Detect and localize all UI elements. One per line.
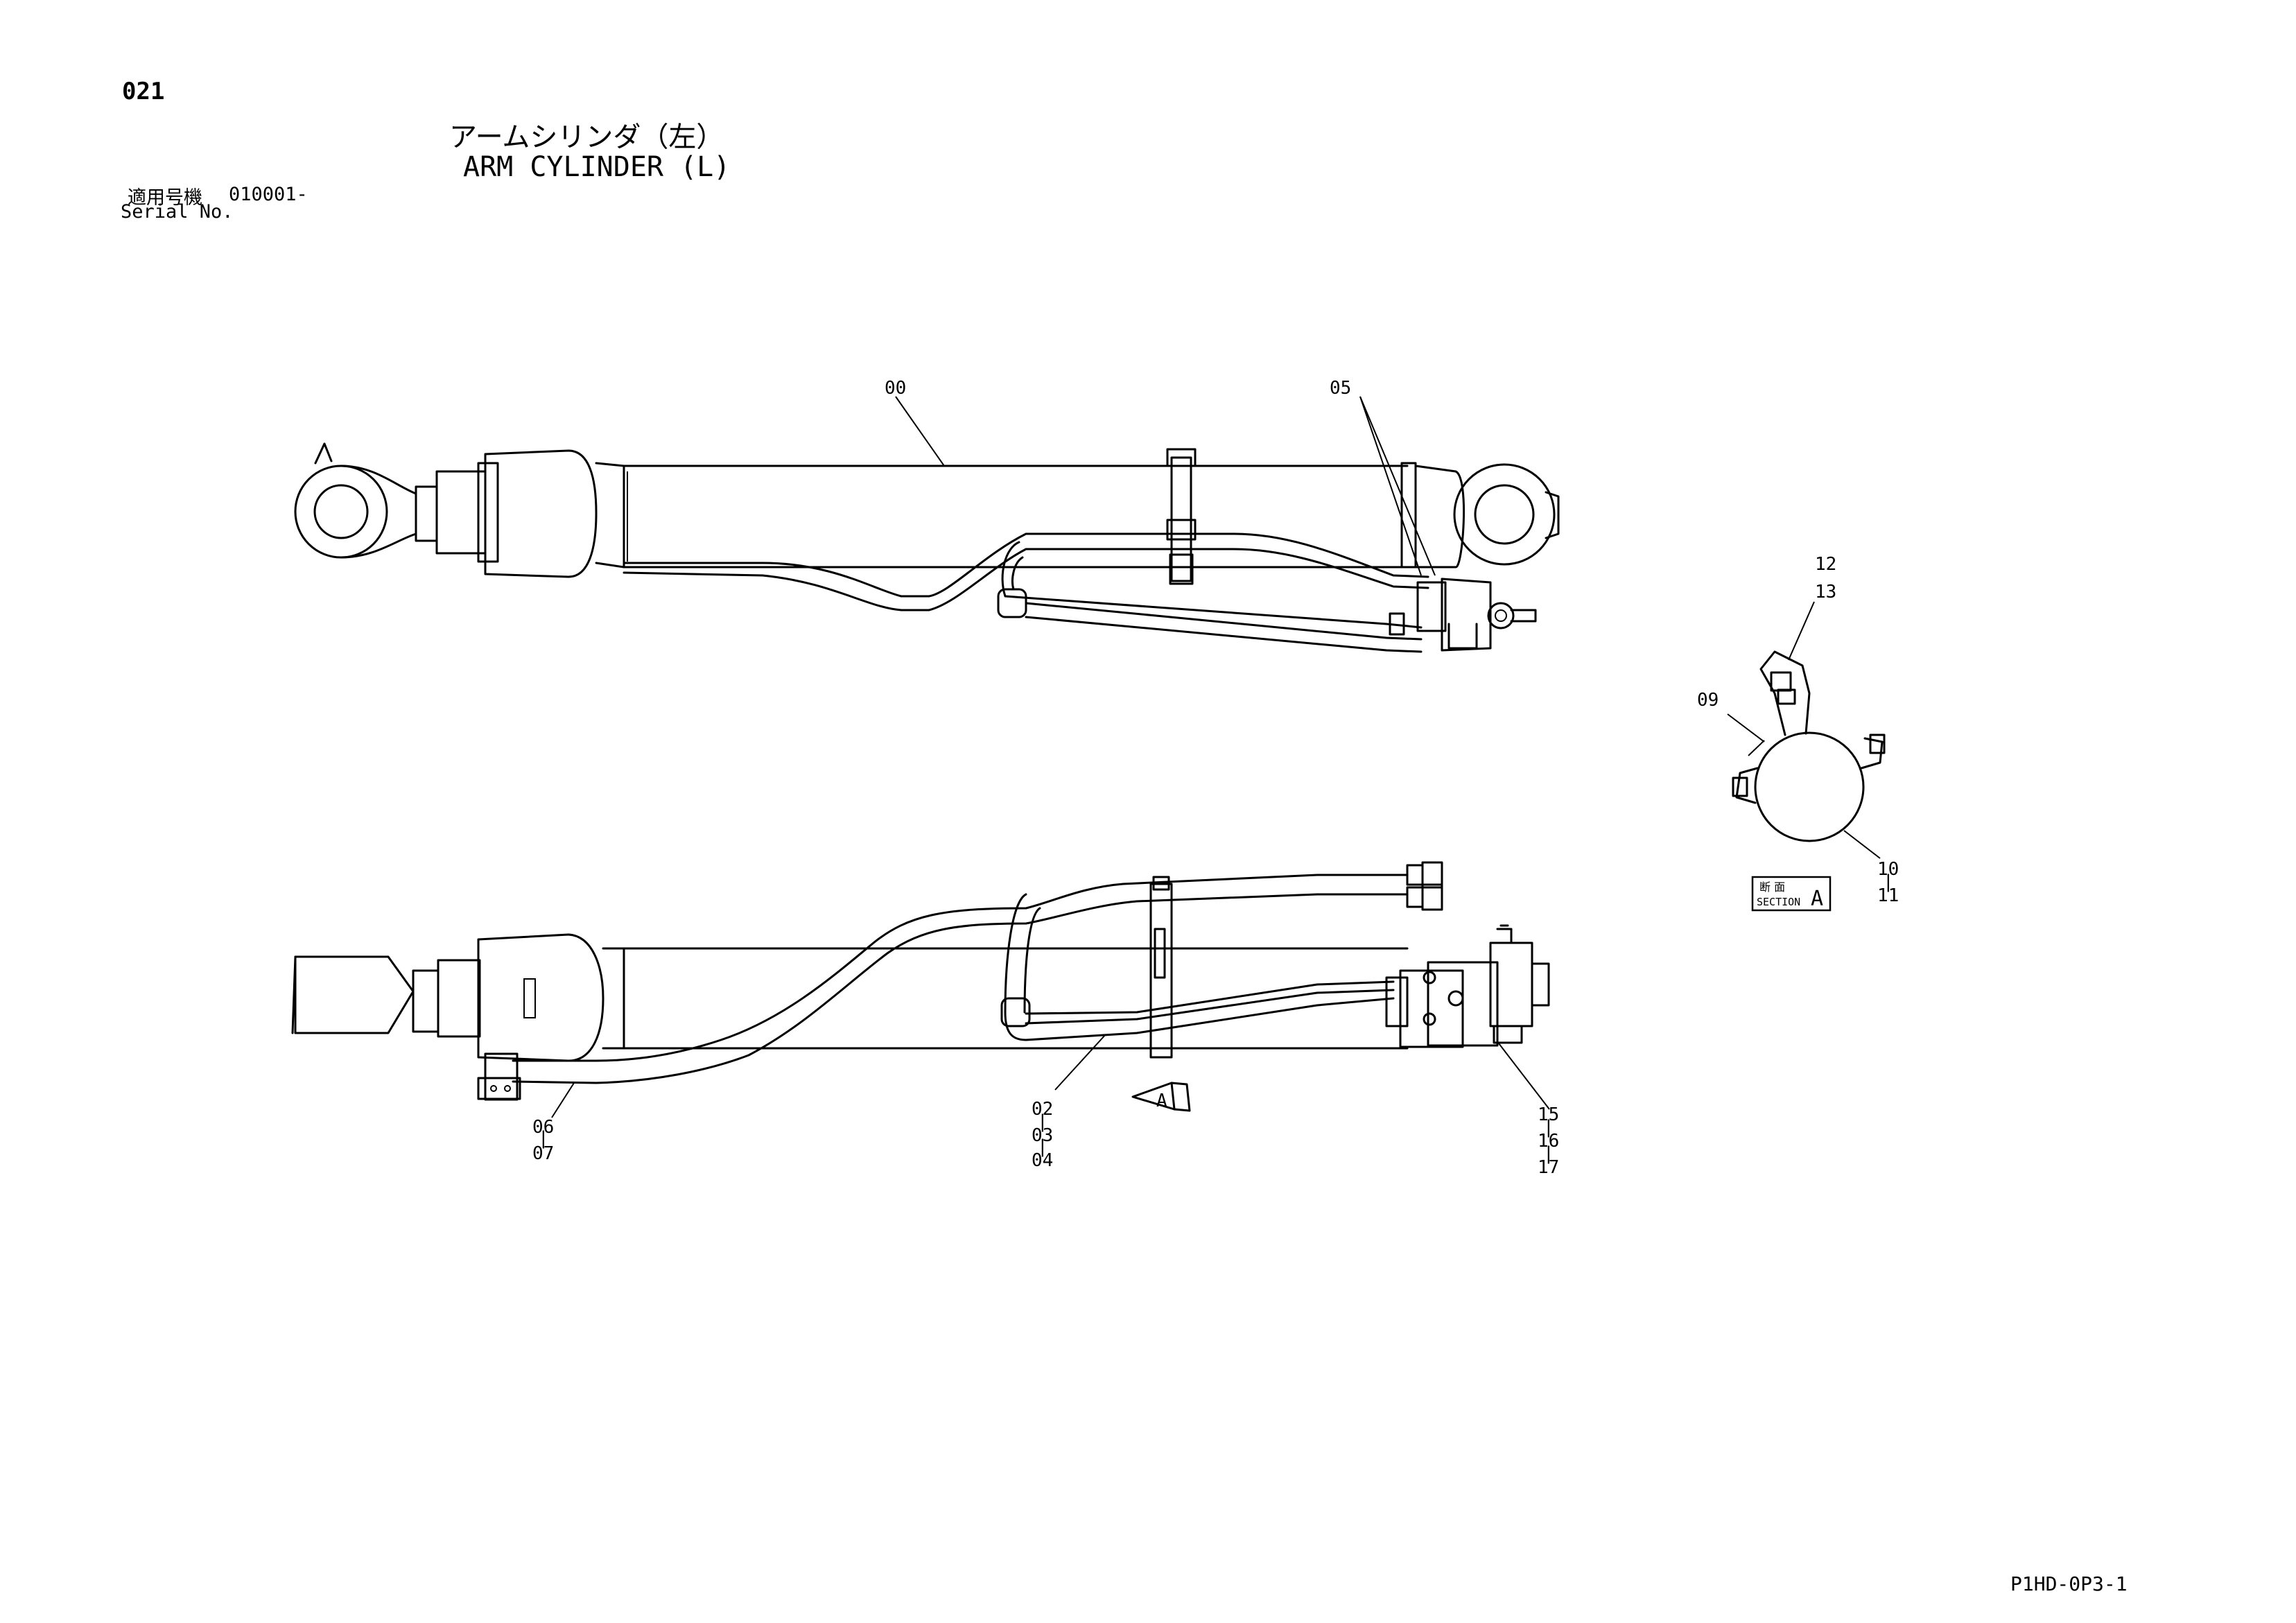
callout-sep: | — [1037, 1136, 1048, 1157]
callout-02: 02 — [1032, 1099, 1053, 1120]
callout-17: 17 — [1538, 1157, 1559, 1178]
view-arrow-a: A — [1131, 1082, 1191, 1112]
callout-09: 09 — [1697, 690, 1719, 711]
callout-10: 10 — [1877, 859, 1899, 880]
callout-05: 05 — [1330, 378, 1351, 399]
drawing-code: P1HD-0P3-1 — [2010, 1572, 2128, 1595]
section-jp-text: 断 面 — [1759, 880, 1785, 894]
section-a-detail — [1732, 650, 1886, 842]
view-arrow-letter: A — [1156, 1091, 1167, 1111]
bottom-view-cylinder — [291, 861, 1550, 1101]
page-number: 021 — [122, 78, 165, 105]
callout-15: 15 — [1538, 1104, 1559, 1125]
section-en-text: SECTION — [1757, 896, 1800, 908]
callout-00: 00 — [885, 378, 906, 399]
callout-06: 06 — [532, 1117, 554, 1138]
callout-sep: | — [538, 1128, 549, 1149]
callout-numbers: 00 05 12 13 09 10 | 11 02 | 03 | 04 06 |… — [532, 378, 1899, 1178]
callout-03: 03 — [1032, 1125, 1053, 1146]
callout-sep: | — [1037, 1111, 1048, 1132]
top-view-cylinder — [294, 442, 1560, 653]
section-a-label: 断 面 SECTION A — [1751, 876, 1832, 912]
callout-16: 16 — [1538, 1131, 1559, 1152]
callout-04: 04 — [1032, 1150, 1053, 1171]
serial-label-english: Serial No. — [121, 201, 234, 223]
callout-sep: | — [1543, 1117, 1554, 1138]
title-english: ARM CYLINDER (L) — [463, 151, 731, 183]
callout-11: 11 — [1877, 885, 1899, 906]
serial-label-japanese: 適用号機 — [128, 187, 202, 209]
title-japanese: アームシリンダ（左） — [449, 121, 724, 153]
leader-lines — [551, 396, 1881, 1118]
serial-value: 010001- — [229, 184, 308, 205]
section-letter: A — [1811, 887, 1823, 911]
callout-12: 12 — [1815, 554, 1836, 575]
callout-07: 07 — [532, 1143, 554, 1164]
callout-sep: | — [1883, 871, 1894, 892]
callout-sep: | — [1543, 1143, 1554, 1164]
callout-13: 13 — [1815, 582, 1836, 602]
